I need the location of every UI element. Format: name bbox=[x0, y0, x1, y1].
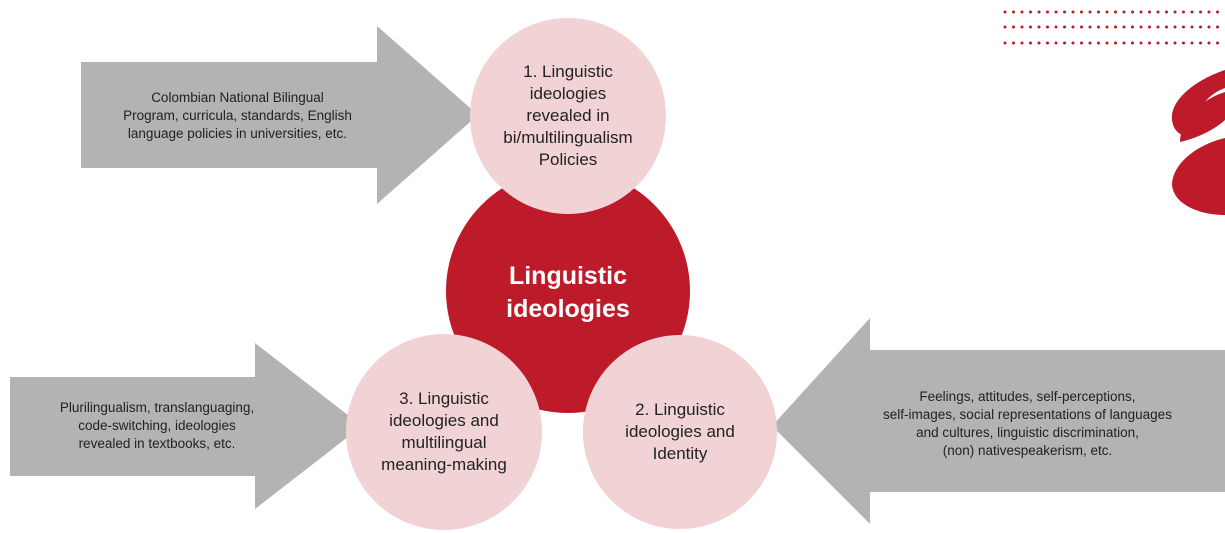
circle-meaning-making-label: 3. Linguistic ideologies and multilingua… bbox=[381, 389, 507, 474]
decorative-dot bbox=[1029, 41, 1032, 45]
decorative-dot bbox=[1199, 10, 1202, 14]
center-label: Linguistic ideologies bbox=[506, 262, 630, 323]
decorative-dot bbox=[1173, 25, 1177, 29]
decorative-dot bbox=[1046, 41, 1049, 45]
decorative-dot bbox=[1156, 41, 1160, 45]
decorative-dot bbox=[1020, 10, 1024, 14]
decorative-dot bbox=[1054, 41, 1058, 45]
decorative-dot bbox=[1105, 41, 1109, 45]
circle-policies-label: 1. Linguistic ideologies revealed in bi/… bbox=[503, 62, 633, 169]
decorative-crescent-top bbox=[1171, 70, 1225, 136]
decorative-dot bbox=[1071, 41, 1075, 45]
arrow-meaning-making bbox=[10, 343, 362, 509]
decorative-dot bbox=[1020, 41, 1024, 45]
decorative-dot bbox=[1054, 25, 1058, 29]
decorative-dot bbox=[1003, 10, 1007, 14]
decorative-dot bbox=[1046, 10, 1049, 14]
decorative-dot bbox=[1216, 41, 1219, 45]
decorative-dot bbox=[1122, 41, 1126, 45]
decorative-dot bbox=[1012, 41, 1015, 45]
decorative-dot bbox=[1216, 25, 1219, 29]
decorative-dot bbox=[1063, 41, 1066, 45]
arrow-identity bbox=[772, 318, 1225, 524]
decorative-dot bbox=[1020, 25, 1024, 29]
decorative-dot bbox=[1139, 25, 1143, 29]
decorative-dot bbox=[1173, 10, 1177, 14]
decorative-dot bbox=[1046, 25, 1049, 29]
decorative-dot bbox=[1199, 41, 1202, 45]
circle-policies bbox=[470, 18, 666, 214]
decorative-dot bbox=[1080, 10, 1083, 14]
decorative-dot bbox=[1139, 10, 1143, 14]
decorative-dot bbox=[1190, 25, 1194, 29]
decorative-crescent-lower bbox=[1172, 138, 1225, 215]
decorative-crescent-mid bbox=[1180, 92, 1225, 142]
decorative-dot bbox=[1182, 10, 1185, 14]
decorative-dot bbox=[1088, 41, 1092, 45]
decorative-dot bbox=[1165, 41, 1168, 45]
decorative-dot bbox=[1063, 10, 1066, 14]
decorative-dot bbox=[1131, 41, 1134, 45]
decorative-dot bbox=[1199, 25, 1202, 29]
decorative-dot bbox=[1122, 25, 1126, 29]
decorative-dot bbox=[1003, 41, 1007, 45]
arrow-policies bbox=[81, 26, 478, 204]
decorative-dot bbox=[1182, 25, 1185, 29]
decorative-dot bbox=[1029, 25, 1032, 29]
decorative-dot bbox=[1165, 25, 1168, 29]
circle-meaning-making bbox=[346, 334, 542, 530]
decorative-dot bbox=[1148, 41, 1151, 45]
decorative-dot bbox=[1097, 25, 1100, 29]
decorative-dot bbox=[1156, 25, 1160, 29]
decorative-dot bbox=[1131, 10, 1134, 14]
decorative-dot bbox=[1114, 10, 1117, 14]
decorative-dot bbox=[1131, 25, 1134, 29]
decorative-dot bbox=[1156, 10, 1160, 14]
decorative-dot bbox=[1054, 10, 1058, 14]
decorative-dot bbox=[1037, 10, 1041, 14]
decorative-dot bbox=[1190, 10, 1194, 14]
decorative-dot bbox=[1114, 41, 1117, 45]
decorative-dot bbox=[1037, 25, 1041, 29]
decorative-dot bbox=[1190, 41, 1194, 45]
decorative-dot bbox=[1029, 10, 1032, 14]
decorative-dot bbox=[1207, 25, 1211, 29]
decorative-dot bbox=[1088, 25, 1092, 29]
decorative-dot bbox=[1012, 10, 1015, 14]
decorative-dot bbox=[1173, 41, 1177, 45]
decorative-dot bbox=[1097, 10, 1100, 14]
decorative-dot bbox=[1105, 25, 1109, 29]
arrow-meaning-making-label: Plurilingualism, translanguaging, code-s… bbox=[59, 400, 255, 451]
decorative-dot-grid bbox=[1003, 10, 1219, 45]
decorative-dot bbox=[1207, 10, 1211, 14]
decorative-dot bbox=[1097, 41, 1100, 45]
arrow-identity-label: Feelings, attitudes, self-perceptions, s… bbox=[883, 389, 1172, 458]
decorative-dot bbox=[1105, 10, 1109, 14]
decorative-dot bbox=[1165, 10, 1168, 14]
decorative-dot bbox=[1012, 25, 1015, 29]
decorative-dot bbox=[1003, 25, 1007, 29]
decorative-dot bbox=[1139, 41, 1143, 45]
decorative-dot bbox=[1063, 25, 1066, 29]
decorative-dot bbox=[1122, 10, 1126, 14]
circle-identity bbox=[583, 335, 777, 529]
decorative-dot bbox=[1080, 25, 1083, 29]
decorative-dot bbox=[1207, 41, 1211, 45]
decorative-dot bbox=[1114, 25, 1117, 29]
decorative-dot bbox=[1037, 41, 1041, 45]
decorative-dot bbox=[1088, 10, 1092, 14]
decorative-dot bbox=[1071, 25, 1075, 29]
decorative-dot bbox=[1148, 10, 1151, 14]
circle-identity-label: 2. Linguistic ideologies and Identity bbox=[625, 400, 735, 463]
arrow-policies-label: Colombian National Bilingual Program, cu… bbox=[123, 90, 352, 141]
decorative-dot bbox=[1071, 10, 1075, 14]
decorative-dot bbox=[1216, 10, 1219, 14]
decorative-dot bbox=[1182, 41, 1185, 45]
decorative-dot bbox=[1148, 25, 1151, 29]
decorative-dot bbox=[1080, 41, 1083, 45]
